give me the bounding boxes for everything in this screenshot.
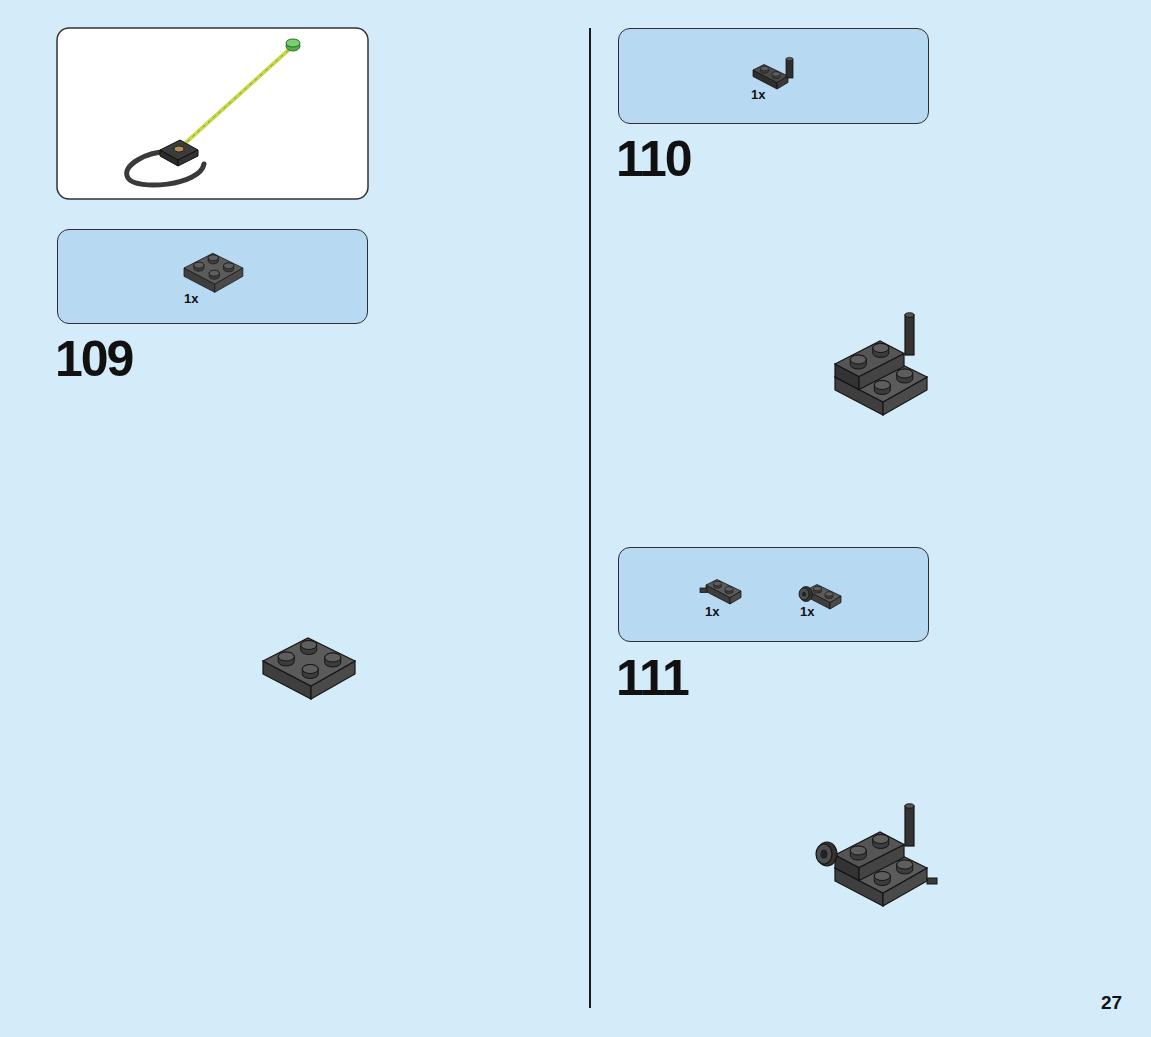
step-number: 110	[616, 134, 691, 184]
step-111-assembly-part	[927, 878, 937, 884]
string-submodel-callout-part	[182, 46, 293, 146]
part-bracket-with-bar-part	[786, 59, 793, 78]
step-number: 109	[55, 334, 132, 384]
part-plate-with-wheel-holder-part	[802, 592, 806, 597]
string-submodel-callout-part	[286, 39, 300, 47]
part-plate-2x2-part	[184, 253, 243, 292]
part-bracket-with-bar-part	[753, 65, 788, 83]
part-plate-with-wheel-holder-part	[800, 587, 813, 602]
part-bracket-with-bar-part	[786, 57, 793, 61]
part-plate-2x2	[184, 253, 243, 292]
step-111-assembly-part-part	[821, 850, 828, 859]
part-bracket-with-bar-part	[772, 72, 780, 79]
string-submodel-callout-part	[178, 150, 198, 166]
part-quantity: 1x	[751, 88, 765, 101]
page-number: 27	[1101, 993, 1122, 1012]
step-111-assembly-part-part	[816, 844, 832, 864]
column-divider	[589, 28, 591, 1008]
part-plate-with-clip-part	[714, 581, 722, 588]
part-plate-with-clip	[700, 580, 741, 605]
step-110-assembly-part	[835, 313, 927, 415]
step-number: 111	[616, 653, 688, 703]
string-submodel-callout-part	[174, 146, 184, 152]
string-submodel-callout-part	[57, 28, 368, 199]
step-110-assembly	[835, 313, 927, 415]
string-submodel-callout-part	[182, 46, 293, 146]
step-111-assembly-part-part	[817, 842, 837, 866]
string-submodel-callout	[57, 28, 368, 199]
step-109-plate-part	[263, 638, 355, 699]
part-plate-with-wheel-holder-part	[799, 588, 809, 600]
part-bracket-with-bar-part	[761, 66, 769, 73]
part-plate-with-clip-part	[700, 588, 707, 593]
step-109-plate	[263, 638, 355, 699]
part-quantity: 1x	[705, 605, 719, 618]
part-plate-with-clip-part	[706, 580, 741, 598]
parts-list-panel: 1x 1x	[618, 547, 929, 642]
part-bracket-with-bar	[753, 57, 793, 89]
step-111-assembly-part	[835, 804, 927, 906]
string-submodel-callout-part	[160, 150, 178, 166]
part-plate-with-wheel-holder-part	[814, 586, 822, 593]
part-quantity: 1x	[800, 605, 814, 618]
part-plate-with-clip-part	[725, 587, 733, 594]
part-quantity: 1x	[184, 292, 198, 305]
step-111-assembly-part	[816, 842, 837, 866]
part-plate-with-wheel-holder-part	[825, 592, 833, 599]
part-plate-with-wheel-holder	[799, 585, 841, 610]
step-111-assembly	[816, 804, 937, 906]
